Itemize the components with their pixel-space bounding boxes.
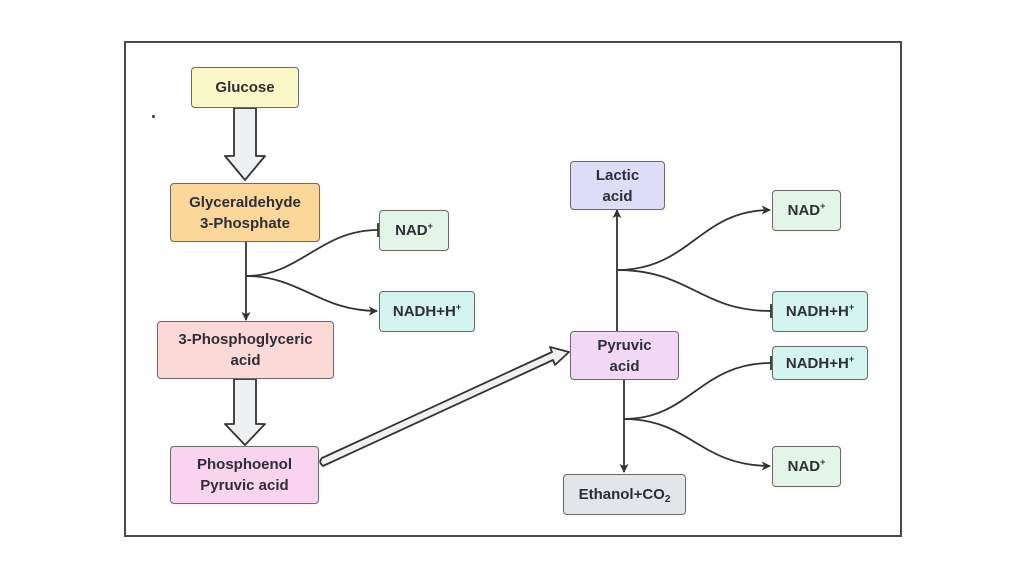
node-nad-right-top: NAD+ xyxy=(772,190,841,231)
label-superscript: + xyxy=(455,302,462,312)
label-text: NAD xyxy=(787,458,821,475)
node-label: Pyruvic acid xyxy=(200,477,289,494)
node-label: 3-Phosphate xyxy=(199,214,290,232)
node-lactic-acid: Lactic acid xyxy=(570,161,665,210)
node-pyruvic-acid: Pyruvic acid xyxy=(570,331,679,380)
node-label: NAD+ xyxy=(788,200,826,221)
node-nadh-left: NADH+H+ xyxy=(379,291,475,332)
node-glyceraldehyde-3-phosphate: Glyceraldehyde 3-Phosphate xyxy=(170,183,320,242)
label-superscript: + xyxy=(820,457,826,467)
node-label: NADH+H+ xyxy=(786,353,854,374)
label-subscript: 2 xyxy=(664,494,671,505)
node-label: NADH+H+ xyxy=(393,301,461,322)
node-label: Phosphoenol xyxy=(197,456,292,473)
label-text: NAD xyxy=(787,202,821,219)
label-superscript: + xyxy=(820,201,826,211)
node-label: Glyceraldehyde xyxy=(189,193,301,211)
stray-dot xyxy=(152,115,155,118)
label-text: NADH+H xyxy=(785,354,849,372)
label-superscript: + xyxy=(848,353,855,364)
label-superscript: + xyxy=(427,221,433,231)
node-label: Pyruvic xyxy=(597,336,652,354)
node-ethanol-co2: Ethanol+CO2 xyxy=(563,474,686,515)
node-label: acid xyxy=(602,187,633,205)
node-label: Glucose xyxy=(215,79,275,96)
node-label: NAD+ xyxy=(788,456,826,477)
node-nad-left: NAD+ xyxy=(379,210,449,251)
node-glucose: Glucose xyxy=(191,67,299,108)
node-nadh-right-top: NADH+H+ xyxy=(772,291,868,332)
node-label: Lactic xyxy=(595,166,640,184)
node-label: Ethanol+CO2 xyxy=(579,484,671,505)
node-label: 3-Phosphoglyceric xyxy=(178,331,313,348)
node-phosphoenol-pyruvic-acid: Phosphoenol Pyruvic acid xyxy=(170,446,319,504)
label-superscript: + xyxy=(848,302,855,312)
node-nadh-right-bottom: NADH+H+ xyxy=(772,346,868,380)
node-label: acid xyxy=(230,352,261,369)
node-label: NADH+H+ xyxy=(786,301,854,322)
label-text: NAD xyxy=(395,222,428,239)
node-label: NAD+ xyxy=(395,220,433,241)
label-text: NADH+H xyxy=(785,303,849,320)
label-text: Ethanol+CO xyxy=(578,486,665,503)
node-3-phosphoglyceric-acid: 3-Phosphoglyceric acid xyxy=(157,321,334,379)
node-nad-right-bottom: NAD+ xyxy=(772,446,841,487)
label-text: NADH+H xyxy=(392,303,456,320)
node-label: acid xyxy=(609,357,640,375)
